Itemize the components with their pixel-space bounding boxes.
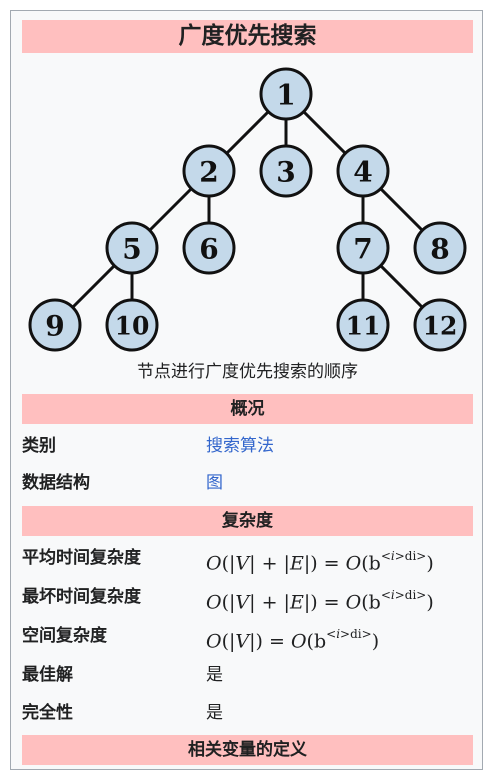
section-header-definitions: 相关变量的定义 bbox=[22, 735, 473, 765]
svg-text:10: 10 bbox=[115, 312, 150, 341]
section-header-overview: 概况 bbox=[22, 394, 473, 424]
bfs-tree-image: 1 2 3 4 5 bbox=[11, 59, 484, 359]
tree-node-12: 12 bbox=[413, 298, 467, 352]
formula-space: O(|V|) = O(b<i>di>) bbox=[206, 627, 380, 653]
formula-average-time: O(|V| + |E|) = O(b<i>di>) bbox=[206, 549, 434, 575]
row-optimal: 最佳解 是 bbox=[22, 658, 473, 692]
svg-text:9: 9 bbox=[45, 310, 64, 343]
link-graph[interactable]: 图 bbox=[206, 473, 223, 493]
svg-text:7: 7 bbox=[353, 233, 372, 266]
row-value-complete: 是 bbox=[206, 703, 223, 723]
svg-text:5: 5 bbox=[122, 233, 141, 266]
infobox: 广度优先搜索 1 bbox=[10, 10, 483, 770]
tree-node-8: 8 bbox=[413, 221, 467, 275]
svg-text:6: 6 bbox=[199, 233, 218, 266]
row-average-time: 平均时间复杂度 O(|V| + |E|) = O(b<i>di>) bbox=[22, 541, 473, 575]
tree-node-3: 3 bbox=[259, 144, 313, 198]
row-label-complete: 完全性 bbox=[22, 703, 73, 723]
row-category: 类别 搜索算法 bbox=[22, 429, 473, 463]
tree-node-5: 5 bbox=[105, 221, 159, 275]
tree-node-4: 4 bbox=[336, 144, 390, 198]
row-label-space: 空间复杂度 bbox=[22, 626, 107, 646]
svg-text:12: 12 bbox=[423, 312, 458, 341]
row-space: 空间复杂度 O(|V|) = O(b<i>di>) bbox=[22, 619, 473, 653]
tree-node-2: 2 bbox=[182, 144, 236, 198]
row-complete: 完全性 是 bbox=[22, 696, 473, 730]
row-label-category: 类别 bbox=[22, 436, 56, 456]
formula-worst-time: O(|V| + |E|) = O(b<i>di>) bbox=[206, 588, 434, 614]
section-header-complexity: 复杂度 bbox=[22, 506, 473, 536]
svg-text:4: 4 bbox=[353, 156, 372, 189]
tree-node-11: 11 bbox=[336, 298, 390, 352]
tree-node-6: 6 bbox=[182, 221, 236, 275]
row-label-optimal: 最佳解 bbox=[22, 665, 73, 685]
svg-text:11: 11 bbox=[346, 312, 381, 341]
row-value-optimal: 是 bbox=[206, 665, 223, 685]
tree-node-10: 10 bbox=[105, 298, 159, 352]
tree-node-7: 7 bbox=[336, 221, 390, 275]
svg-text:8: 8 bbox=[430, 233, 449, 266]
row-label-data-structure: 数据结构 bbox=[22, 473, 90, 493]
link-search-algorithm[interactable]: 搜索算法 bbox=[206, 436, 274, 456]
image-caption: 节点进行广度优先搜索的顺序 bbox=[137, 362, 358, 382]
row-label-worst-time: 最坏时间复杂度 bbox=[22, 587, 141, 607]
svg-text:3: 3 bbox=[276, 156, 295, 189]
infobox-title: 广度优先搜索 bbox=[22, 20, 473, 53]
svg-text:1: 1 bbox=[276, 79, 295, 112]
svg-text:2: 2 bbox=[199, 156, 218, 189]
row-worst-time: 最坏时间复杂度 O(|V| + |E|) = O(b<i>di>) bbox=[22, 580, 473, 614]
row-data-structure: 数据结构 图 bbox=[22, 466, 473, 500]
tree-edges bbox=[53, 92, 442, 327]
tree-node-9: 9 bbox=[28, 298, 82, 352]
row-label-average-time: 平均时间复杂度 bbox=[22, 548, 141, 568]
tree-node-1: 1 bbox=[259, 67, 313, 121]
